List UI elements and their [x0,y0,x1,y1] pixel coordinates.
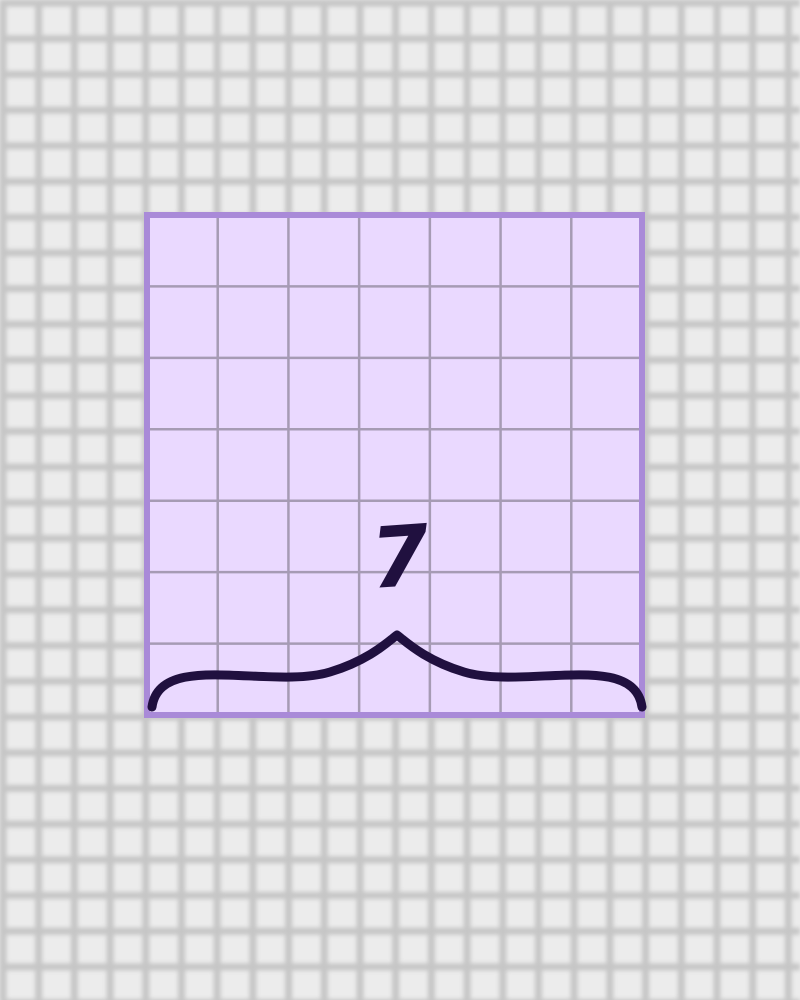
square-inner-grid [147,215,642,715]
square-border [144,212,645,718]
side-length-label: 7 [367,506,433,608]
curly-brace [147,630,647,712]
